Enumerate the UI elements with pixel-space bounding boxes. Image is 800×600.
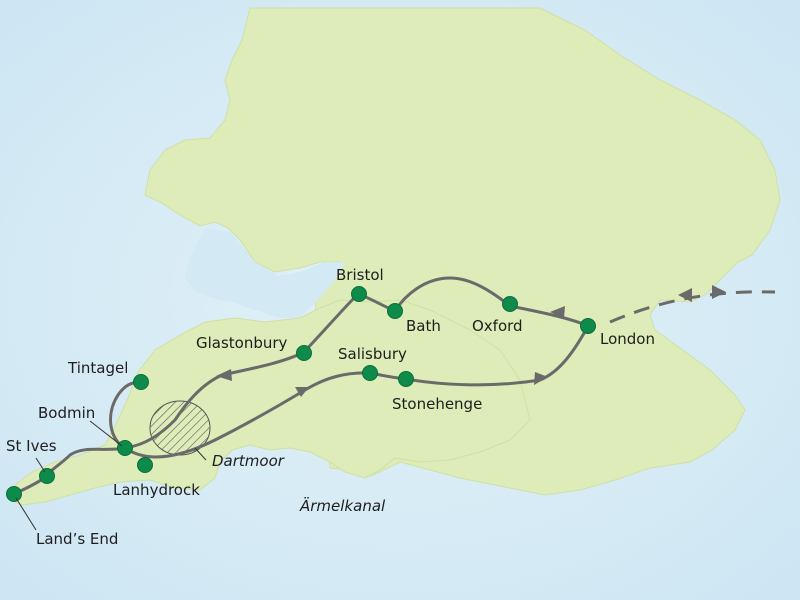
label-dartmoor: Dartmoor: [212, 452, 285, 470]
route-cornwall: [12, 446, 127, 496]
arrow-dashed-left: [678, 288, 692, 302]
marker-lanhydrock[interactable]: [137, 457, 153, 473]
bristol-channel: [185, 228, 345, 318]
label-bath: Bath: [406, 317, 441, 335]
arrow-south-east-2: [534, 372, 548, 385]
leader-dartmoor: [194, 447, 207, 461]
marker-oxford[interactable]: [502, 296, 518, 312]
marker-lands-end[interactable]: [6, 486, 22, 502]
label-channel: Ärmelkanal: [299, 496, 386, 515]
marker-bath[interactable]: [387, 303, 403, 319]
marker-london[interactable]: [580, 318, 596, 334]
arrow-glastonbury-west: [216, 369, 232, 381]
marker-bristol[interactable]: [351, 286, 367, 302]
arrow-dashed-right: [712, 285, 726, 299]
label-oxford: Oxford: [472, 317, 523, 335]
label-bodmin: Bodmin: [38, 404, 95, 422]
label-bristol: Bristol: [336, 266, 384, 284]
marker-stonehenge[interactable]: [398, 371, 414, 387]
label-salisbury: Salisbury: [338, 345, 407, 363]
arrow-south-east-1: [295, 387, 309, 397]
marker-st-ives[interactable]: [39, 468, 55, 484]
label-lands-end: Land’s End: [36, 530, 118, 548]
marker-glastonbury[interactable]: [296, 345, 312, 361]
land-mainland: [144, 7, 781, 496]
label-st-ives: St Ives: [6, 437, 57, 455]
label-lanhydrock: Lanhydrock: [113, 481, 200, 499]
leader-bodmin: [89, 420, 123, 447]
label-london: London: [600, 330, 655, 348]
marker-salisbury[interactable]: [362, 365, 378, 381]
marker-tintagel[interactable]: [133, 374, 149, 390]
leader-lands-end: [15, 497, 37, 531]
leader-st-ives: [35, 457, 46, 473]
label-tintagel: Tintagel: [67, 359, 128, 377]
label-stonehenge: Stonehenge: [392, 395, 482, 413]
label-glastonbury: Glastonbury: [196, 334, 288, 352]
route-dashed-east: [609, 290, 776, 324]
marker-bodmin[interactable]: [117, 440, 133, 456]
arrow-oxford-london: [550, 306, 565, 318]
